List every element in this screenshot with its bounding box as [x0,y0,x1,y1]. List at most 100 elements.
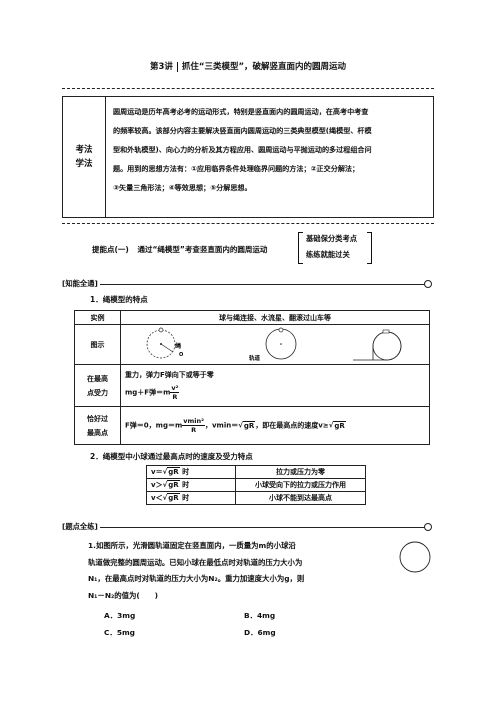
brace-top-text: 基础保分类考点 [306,234,358,243]
intro-line: 圆周运动是历年高考必考的运动形式，特别是竖直面内的圆周运动，在高考中考查 [113,107,369,116]
section-rule [100,284,426,285]
category-brace: 基础保分类考点 练练就能过关 [298,232,372,264]
sqrt-radicand: gR [167,493,180,502]
title-separator [176,61,178,72]
option-b[interactable]: B．4mg [244,611,276,620]
intro-line: ③矢量三角形法；④等效思想；⑤分解思想。 [113,183,252,192]
table-header-cell: 球与绳连接、水流星、翻滚过山车等 [120,310,430,325]
intro-text: 圆周运动是历年高考必考的运动形式，特别是竖直面内的圆周运动，在高考中考查 的频率… [113,102,427,197]
track-diagram: 轨道 [249,327,297,362]
condition-prefix: v＞ [151,481,163,489]
condition-prefix: v＜ [151,494,163,502]
section-knowledge-header: [知能全通] [62,279,432,289]
option-row-1: A．3mg B．4mg [88,608,428,625]
condition-suffix: 时 [179,481,190,489]
section-problem-header: [题点全练] [62,522,432,532]
condition-prefix: v＝ [151,468,163,476]
condition-cell: v＝√gR 时 [146,465,236,479]
subheading-2: 2．绳模型中小球通过最高点时的速度及受力特点 [90,452,253,461]
intro-label: 考法 学法 [63,97,106,217]
sqrt-radicand: gR [167,467,180,476]
section-end-circle [424,523,432,531]
table-label-cell: 恰好过 最高点 [74,406,121,445]
rope-model-table: 实例 球与绳连接、水流星、翻滚过山车等 图示 绳 O 轨道 [74,310,430,445]
lecture-number: 第3讲 [149,62,173,72]
intro-box: 考法 学法 圆周运动是历年高考必考的运动形式，特别是竖直面内的圆周运动，在高考中… [62,96,434,218]
intro-line: 型和外轨模型)、向心力的分析及其方程应用、圆周运动与平抛运动的多过程组合问 [113,145,372,154]
top-dashed-divider [62,88,434,89]
svg-text:O: O [179,352,183,358]
condition-suffix: 时 [179,494,190,502]
sqrt-radicand: gR [167,480,180,489]
option-row-2: C．5mg D．6mg [88,625,428,642]
fraction-numerator: v² [170,384,180,393]
model-diagrams: 绳 O 轨道 [146,327,402,362]
track-label: 轨道 [249,354,261,362]
intro-label-line1: 考法 [75,145,93,155]
point-heading: 提能点(一) 通过“绳模型”考查竖直面内的圆周运动 [92,244,267,255]
rope-diagram: 绳 O [146,327,183,358]
intro-line: 的频率较高。该部分内容主要解决竖直面内圆周运动的三类典型模型(绳模型、杆模 [113,126,372,135]
label-line: 恰好过 [87,414,108,423]
point-label: 提能点(一) [92,245,129,254]
coaster-diagram [353,329,402,360]
condition-cell: v＜√gR 时 [146,491,236,505]
brace-left [298,232,303,264]
table-row: 图示 绳 O 轨道 [74,324,430,365]
brace-right [367,232,372,264]
top-force-line1: 重力，弹力F弹向下或等于零 [125,371,214,379]
table-label-cell: 图示 [74,324,121,365]
section-rule [100,527,426,528]
table-label-cell: 在最高 点受力 [74,364,121,407]
table-row: 实例 球与绳连接、水流星、翻滚过山车等 [74,310,430,325]
point-text: 通过“绳模型”考查竖直面内的圆周运动 [137,245,268,254]
subheading-1: 1．绳模型的特点 [90,295,148,304]
section-end-circle [424,280,432,288]
fraction-denominator: R [191,426,197,434]
intro-line: 题。用到的思想方法有：①应用临界条件处理临界问题的方法；②正交分解法； [113,164,360,173]
table-row: v＝√gR 时 拉力或压力为零 [146,465,366,479]
lecture-title: 抓住“三类模型”，破解竖直面内的圆周运动 [181,62,347,72]
sqrt-radicand: gR [333,420,346,430]
condition-cell: v＞√gR 时 [146,478,236,492]
result-cell: 小球不能到达最高点 [235,491,366,505]
question-line: 1.如图所示，光滑圆轨道固定在竖直面内，一质量为m的小球沿 [88,541,296,550]
question-line: 轨道做完整的圆周运动。已知小球在最低点时对轨道的压力大小为 [88,557,303,567]
diagram-cell: 绳 O 轨道 [120,324,430,365]
equation-prefix: mg＋F弹＝m [125,388,171,397]
critical-text-c: ，即在最高点的速度v≥ [255,421,329,430]
question-circle-figure [399,541,431,573]
question-1: 1.如图所示，光滑圆轨道固定在竖直面内，一质量为m的小球沿 轨道做完整的圆周运动… [88,538,428,604]
condition-suffix: 时 [179,468,190,476]
bottom-dashed-divider [62,223,434,224]
page-title: 第3讲抓住“三类模型”，破解竖直面内的圆周运动 [0,60,496,72]
question-line: N₁－N₂的值为( ) [88,590,158,600]
fraction-denominator: R [172,393,178,401]
result-cell: 小球受向下的拉力或压力作用 [235,478,366,492]
table-row: v＞√gR 时 小球受向下的拉力或压力作用 [146,478,366,492]
option-d[interactable]: D．6mg [244,628,276,637]
question-line: N₁，在最高点时对轨道的压力大小为N₂。重力加速度大小为g，则 [88,574,305,583]
fraction-numerator: vmin² [182,417,205,426]
label-line: 点受力 [87,388,108,397]
option-a[interactable]: A．3mg [104,611,136,620]
table-header-cell: 实例 [74,310,121,325]
option-c[interactable]: C．5mg [104,628,135,637]
sqrt-radicand: gR [242,420,256,430]
speed-condition-table: v＝√gR 时 拉力或压力为零 v＞√gR 时 小球受向下的拉力或压力作用 v＜… [146,465,366,505]
rope-label: 绳 [175,342,181,350]
label-line: 最高点 [87,428,108,437]
section-problem-label: [题点全练] [62,522,98,531]
table-row: v＜√gR 时 小球不能到达最高点 [146,491,366,505]
brace-bottom-text: 练练就能过关 [306,250,350,259]
critical-text-b: ，vmin＝ [204,421,239,430]
result-cell: 拉力或压力为零 [235,465,366,479]
intro-label-line2: 学法 [75,159,93,169]
